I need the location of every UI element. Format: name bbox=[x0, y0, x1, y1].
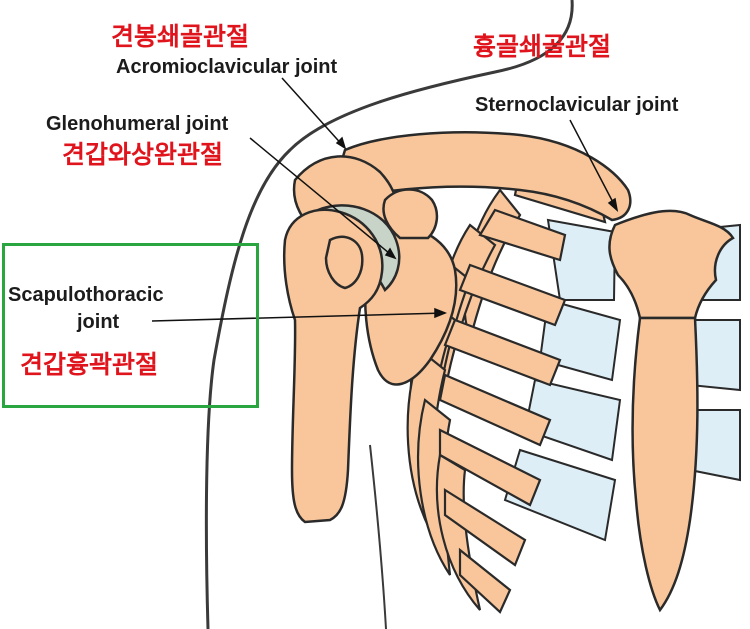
label-acromioclavicular-english: Acromioclavicular joint bbox=[116, 56, 338, 78]
label-glenohumeral-english: Glenohumeral joint bbox=[46, 113, 229, 135]
scapulothoracic-highlight-box bbox=[2, 243, 259, 408]
rib-cage bbox=[406, 168, 607, 614]
label-scapulothoracic-english-line2: joint bbox=[77, 311, 120, 333]
label-scapulothoracic-english-line1: Scapulothoracic bbox=[8, 284, 164, 306]
label-sternoclavicular-korean: 흉골쇄골관절 bbox=[473, 32, 612, 61]
leader-lines bbox=[151, 77, 619, 322]
humerus bbox=[282, 208, 384, 524]
label-sternoclavicular-english: Sternoclavicular joint bbox=[475, 94, 679, 116]
label-glenohumeral-korean: 견갑와상완관절 bbox=[62, 140, 224, 169]
label-acromioclavicular-korean: 견봉쇄골관절 bbox=[111, 22, 250, 51]
label-scapulothoracic-korean: 견갑흉곽관절 bbox=[20, 350, 159, 379]
sternum bbox=[608, 209, 735, 613]
